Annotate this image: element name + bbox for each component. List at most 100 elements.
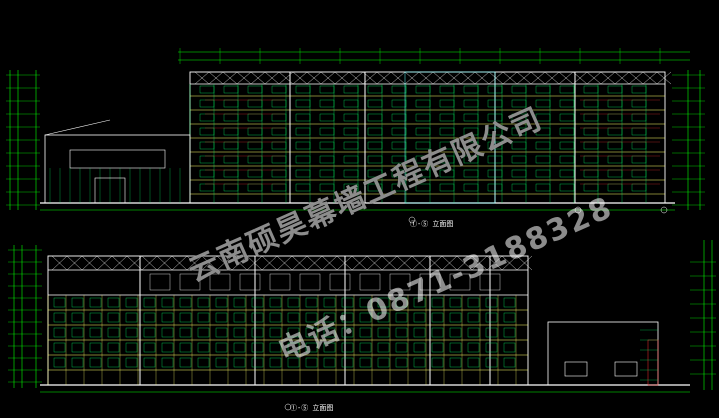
cad-rect xyxy=(564,361,588,377)
cad-rect xyxy=(559,155,575,164)
cad-rect xyxy=(107,342,120,353)
cad-line xyxy=(306,71,322,85)
cad-rect xyxy=(247,85,263,94)
cad-rect xyxy=(449,327,462,338)
cad-rect xyxy=(391,85,407,94)
cad-line xyxy=(404,71,420,85)
cad-rect xyxy=(125,312,138,323)
cad-rect xyxy=(431,297,444,308)
cad-rect xyxy=(439,169,455,178)
cad-line xyxy=(628,71,644,85)
cad-rect xyxy=(319,127,335,136)
upper-elevation xyxy=(6,48,705,224)
cad-rect xyxy=(631,127,647,136)
cad-rect xyxy=(319,113,335,122)
cad-rect xyxy=(467,357,480,368)
cad-rect xyxy=(647,339,659,386)
cad-rect xyxy=(197,297,210,308)
cad-line xyxy=(264,71,280,85)
cad-rect xyxy=(559,113,575,122)
cad-rect xyxy=(53,327,66,338)
cad-rect xyxy=(377,357,390,368)
cad-rect xyxy=(503,312,516,323)
cad-rect xyxy=(125,342,138,353)
cad-line xyxy=(320,71,336,85)
cad-rect xyxy=(463,99,479,108)
cad-line xyxy=(586,71,602,85)
cad-rect xyxy=(53,342,66,353)
cad-rect xyxy=(449,273,471,291)
cad-line xyxy=(351,255,368,271)
cad-rect xyxy=(367,141,383,150)
cad-rect xyxy=(463,127,479,136)
cad-rect xyxy=(413,312,426,323)
cad-rect xyxy=(341,342,354,353)
cad-rect xyxy=(631,85,647,94)
cad-rect xyxy=(199,169,215,178)
cad-rect xyxy=(107,312,120,323)
cad-rect xyxy=(323,357,336,368)
cad-rect xyxy=(71,327,84,338)
cad-rect xyxy=(415,183,431,192)
cad-line xyxy=(516,71,532,85)
cad-rect xyxy=(503,342,516,353)
cad-line xyxy=(66,255,83,271)
cad-rect xyxy=(607,155,623,164)
cad-line xyxy=(141,255,158,271)
cad-rect xyxy=(395,297,408,308)
cad-rect xyxy=(247,169,263,178)
cad-rect xyxy=(215,342,228,353)
cad-line xyxy=(516,255,533,271)
cad-rect xyxy=(607,169,623,178)
cad-line xyxy=(291,255,308,271)
cad-rect xyxy=(559,183,575,192)
cad-rect xyxy=(319,99,335,108)
cad-rect xyxy=(631,113,647,122)
cad-line xyxy=(278,71,294,85)
cad-rect xyxy=(271,127,287,136)
cad-rect xyxy=(583,99,599,108)
cad-rect xyxy=(199,183,215,192)
cad-rect xyxy=(359,342,372,353)
cad-rect xyxy=(503,297,516,308)
cad-line xyxy=(366,255,383,271)
cad-rect xyxy=(341,297,354,308)
cad-line xyxy=(474,71,490,85)
cad-rect xyxy=(467,342,480,353)
cad-rect xyxy=(161,297,174,308)
cad-rect xyxy=(215,297,228,308)
cad-rect xyxy=(223,141,239,150)
cad-rect xyxy=(89,327,102,338)
cad-rect xyxy=(71,357,84,368)
cad-rect xyxy=(341,357,354,368)
cad-rect xyxy=(607,85,623,94)
cad-rect xyxy=(391,183,407,192)
cad-rect xyxy=(439,85,455,94)
cad-rect xyxy=(149,273,171,291)
cad-line xyxy=(208,71,224,85)
cad-rect xyxy=(614,361,638,377)
cad-rect xyxy=(583,169,599,178)
cad-rect xyxy=(305,357,318,368)
cad-rect xyxy=(319,141,335,150)
cad-rect xyxy=(89,342,102,353)
cad-line xyxy=(96,255,113,271)
cad-rect xyxy=(607,141,623,150)
cad-rect xyxy=(223,113,239,122)
cad-rect xyxy=(89,357,102,368)
cad-rect xyxy=(583,113,599,122)
cad-rect xyxy=(485,342,498,353)
cad-line xyxy=(111,255,128,271)
cad-rect xyxy=(413,342,426,353)
cad-rect xyxy=(223,99,239,108)
cad-rect xyxy=(367,113,383,122)
cad-rect xyxy=(467,297,480,308)
cad-rect xyxy=(511,127,527,136)
cad-rect xyxy=(287,327,300,338)
cad-rect xyxy=(269,273,291,291)
cad-line xyxy=(156,255,173,271)
cad-rect xyxy=(439,113,455,122)
cad-rect xyxy=(511,99,527,108)
cad-rect xyxy=(199,113,215,122)
cad-rect xyxy=(247,155,263,164)
